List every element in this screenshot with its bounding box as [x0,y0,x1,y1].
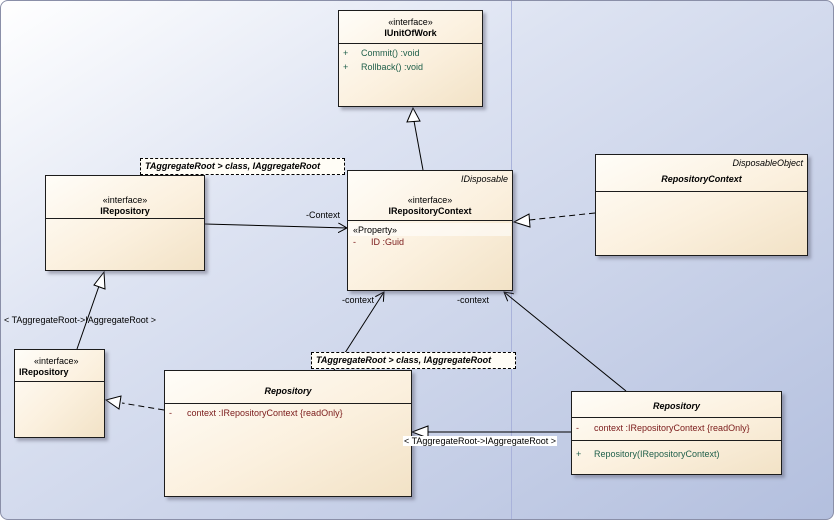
operation-row[interactable]: +Commit() :void [343,48,420,58]
realization-arrowhead [512,213,531,228]
property-section-highlight [349,223,511,236]
compartment-divider [572,417,781,418]
base-class-label: DisposableObject [732,158,803,168]
class-name: Repository [264,386,312,396]
association-irepository-context[interactable] [204,224,347,228]
stereotype-label: «interface» [407,195,453,205]
realization-repository[interactable] [121,402,165,411]
stereotype-label: «interface» [102,195,148,205]
class-repository-concrete[interactable]: Repository -context :IRepositoryContext … [571,391,782,475]
class-name: IUnitOfWork [384,28,437,38]
association-role-label: -Context [306,210,341,220]
compartment-divider [596,191,807,192]
association-concrete-context[interactable] [504,292,627,392]
binding-label: < TAggregateRoot->IAggregateRoot > [403,436,558,446]
attribute-row[interactable]: -context :IRepositoryContext {readOnly} [576,423,750,433]
realization-repositorycontext[interactable] [528,212,596,221]
realization-arrowhead-2 [104,395,122,410]
operation-row[interactable]: +Rollback() :void [343,62,424,72]
class-repositorycontext[interactable]: DisposableObject RepositoryContext [595,154,808,256]
attribute-row[interactable]: -context :IRepositoryContext {readOnly} [169,408,343,418]
generalization-arrowhead [406,106,421,123]
compartment-divider [165,403,411,404]
realized-interface-label: IDisposable [460,174,508,184]
compartment-divider [572,440,781,441]
template-parameter-box: TAggregateRoot > class, IAggregateRoot [311,352,516,369]
generalization-irepository[interactable] [76,285,100,350]
class-irepository-top[interactable]: «interface» IRepository [45,175,205,271]
template-parameter-box: TAggregateRoot > class, IAggregateRoot [140,158,345,175]
compartment-divider [46,218,204,219]
binding-label: < TAggregateRoot->IAggregateRoot > [4,315,157,325]
generalization-arrowhead-2 [93,270,106,290]
operation-row[interactable]: +Repository(IRepositoryContext) [576,449,720,459]
compartment-divider [348,220,512,221]
class-name: RepositoryContext [661,174,742,184]
class-name: IRepository [19,367,69,377]
attribute-row[interactable]: -ID :Guid [353,237,405,247]
generalization-context-to-unitofwork[interactable] [413,120,424,171]
compartment-divider [339,43,482,44]
class-name: IRepositoryContext [388,206,472,216]
stereotype-label: «interface» [388,17,433,27]
class-name: IRepository [100,206,150,216]
class-irepositorycontext[interactable]: IDisposable «interface» IRepositoryConte… [347,170,513,291]
section-label: «Property» [353,225,398,235]
class-iunitofwork[interactable]: «interface» IUnitOfWork +Commit() :void … [338,10,483,107]
binding-arrowhead [410,425,429,439]
association-role-label: -context [457,295,490,305]
stereotype-label: «interface» [34,356,79,366]
class-repository-abstract[interactable]: Repository -context :IRepositoryContext … [164,370,412,497]
association-role-label: -context [342,295,375,305]
class-name: Repository [652,401,700,411]
class-irepository-bottom[interactable]: «interface» IRepository [14,349,105,438]
compartment-divider [15,381,104,382]
